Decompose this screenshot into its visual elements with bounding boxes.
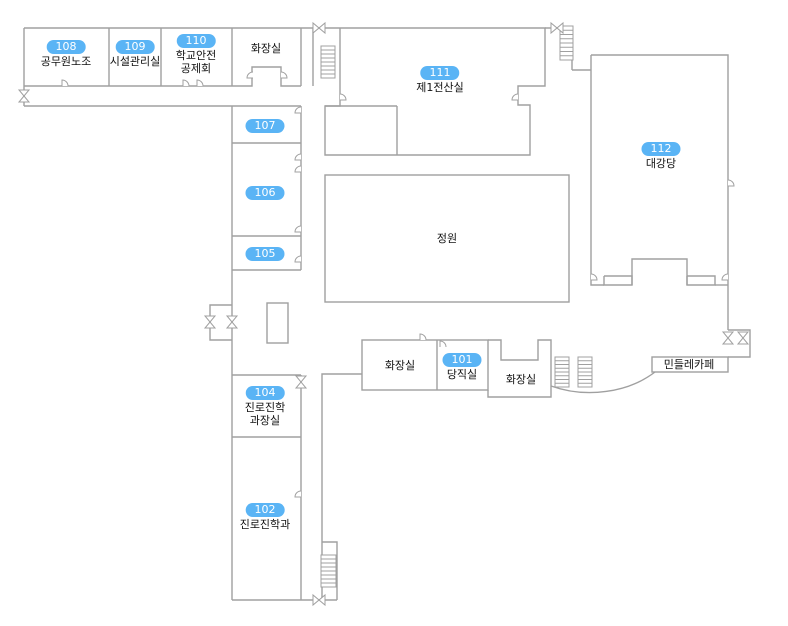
room-number-badge: 105 bbox=[245, 247, 285, 261]
garden[interactable]: 정원 bbox=[437, 232, 457, 245]
doors bbox=[17, 21, 750, 607]
room-101[interactable]: 101 당직실 bbox=[442, 353, 482, 381]
door-icon bbox=[727, 179, 735, 187]
door-icon bbox=[294, 490, 302, 498]
room-name: 정원 bbox=[436, 232, 458, 245]
room-110[interactable]: 110 학교안전 공제회 bbox=[176, 34, 216, 75]
south-wing-walls bbox=[231, 373, 362, 601]
room-name: 진로진학 bbox=[244, 401, 286, 414]
room-name: 대강당 bbox=[645, 157, 677, 170]
room-104[interactable]: 104 진로진학 과장실 bbox=[245, 386, 285, 427]
stairs bbox=[320, 25, 593, 588]
door-icon bbox=[294, 225, 302, 233]
room-112-walls bbox=[590, 54, 729, 330]
room-number-badge: 102 bbox=[245, 503, 285, 517]
room-name: 화장실 bbox=[384, 359, 416, 372]
double-door-icon bbox=[17, 89, 31, 103]
door-icon bbox=[419, 333, 427, 341]
room-number-badge: 111 bbox=[420, 66, 460, 80]
door-icon bbox=[182, 79, 190, 87]
door-icon bbox=[246, 71, 254, 79]
room-106[interactable]: 106 bbox=[245, 186, 285, 201]
door-icon bbox=[280, 71, 288, 79]
room-name: 공무원노조 bbox=[40, 55, 92, 68]
room-name: 진로진학과 bbox=[239, 518, 291, 531]
room-number-badge: 112 bbox=[641, 142, 681, 156]
door-icon bbox=[439, 340, 447, 348]
room-number-badge: 104 bbox=[245, 386, 285, 400]
room-112[interactable]: 112 대강당 bbox=[641, 142, 681, 170]
double-door-icon bbox=[312, 593, 326, 607]
room-number-badge: 107 bbox=[245, 119, 285, 133]
room-name: 학교안전 bbox=[175, 49, 217, 62]
door-icon bbox=[721, 273, 729, 281]
room-name: 민들레카페 bbox=[663, 358, 715, 371]
room-number-badge: 108 bbox=[46, 40, 86, 54]
room-108[interactable]: 108 공무원노조 bbox=[40, 40, 92, 68]
double-door-icon bbox=[736, 331, 750, 345]
pillar bbox=[266, 302, 289, 344]
restroom-south-left[interactable]: 화장실 bbox=[385, 359, 415, 372]
room-107[interactable]: 107 bbox=[245, 119, 285, 134]
room-111[interactable]: 111 제1전산실 bbox=[416, 66, 464, 94]
door-icon bbox=[339, 93, 347, 101]
room-name: 제1전산실 bbox=[416, 81, 464, 94]
room-name-line2: 과장실 bbox=[249, 414, 281, 427]
restroom-south-right[interactable]: 화장실 bbox=[506, 373, 536, 386]
double-door-icon bbox=[203, 315, 217, 329]
door-icon bbox=[294, 153, 302, 161]
restroom-north[interactable]: 화장실 bbox=[251, 42, 281, 55]
room-109[interactable]: 109 시설관리실 bbox=[109, 40, 161, 68]
room-name: 화장실 bbox=[250, 42, 282, 55]
door-icon bbox=[294, 165, 302, 173]
room-number-badge: 109 bbox=[115, 40, 155, 54]
door-icon bbox=[61, 79, 69, 87]
double-door-icon bbox=[721, 331, 735, 345]
garden-outline bbox=[324, 174, 570, 303]
room-102[interactable]: 102 진로진학과 bbox=[239, 503, 291, 531]
room-number-badge: 110 bbox=[176, 34, 216, 48]
double-door-icon bbox=[312, 21, 326, 35]
door-icon bbox=[294, 255, 302, 263]
double-door-icon bbox=[550, 21, 564, 35]
room-name-line2: 공제회 bbox=[180, 62, 212, 75]
cafe[interactable]: 민들레카페 bbox=[664, 358, 715, 371]
room-number-badge: 101 bbox=[442, 353, 482, 367]
door-icon bbox=[511, 93, 519, 101]
room-number-badge: 106 bbox=[245, 186, 285, 200]
room-name: 시설관리실 bbox=[109, 55, 161, 68]
door-icon bbox=[590, 273, 598, 281]
double-door-icon bbox=[225, 315, 239, 329]
room-name: 당직실 bbox=[446, 368, 478, 381]
room-name: 화장실 bbox=[505, 373, 537, 386]
door-icon bbox=[196, 79, 204, 87]
room-105[interactable]: 105 bbox=[245, 247, 285, 262]
door-icon bbox=[294, 106, 302, 114]
double-door-icon bbox=[294, 375, 308, 389]
north-wing-walls bbox=[23, 27, 325, 375]
